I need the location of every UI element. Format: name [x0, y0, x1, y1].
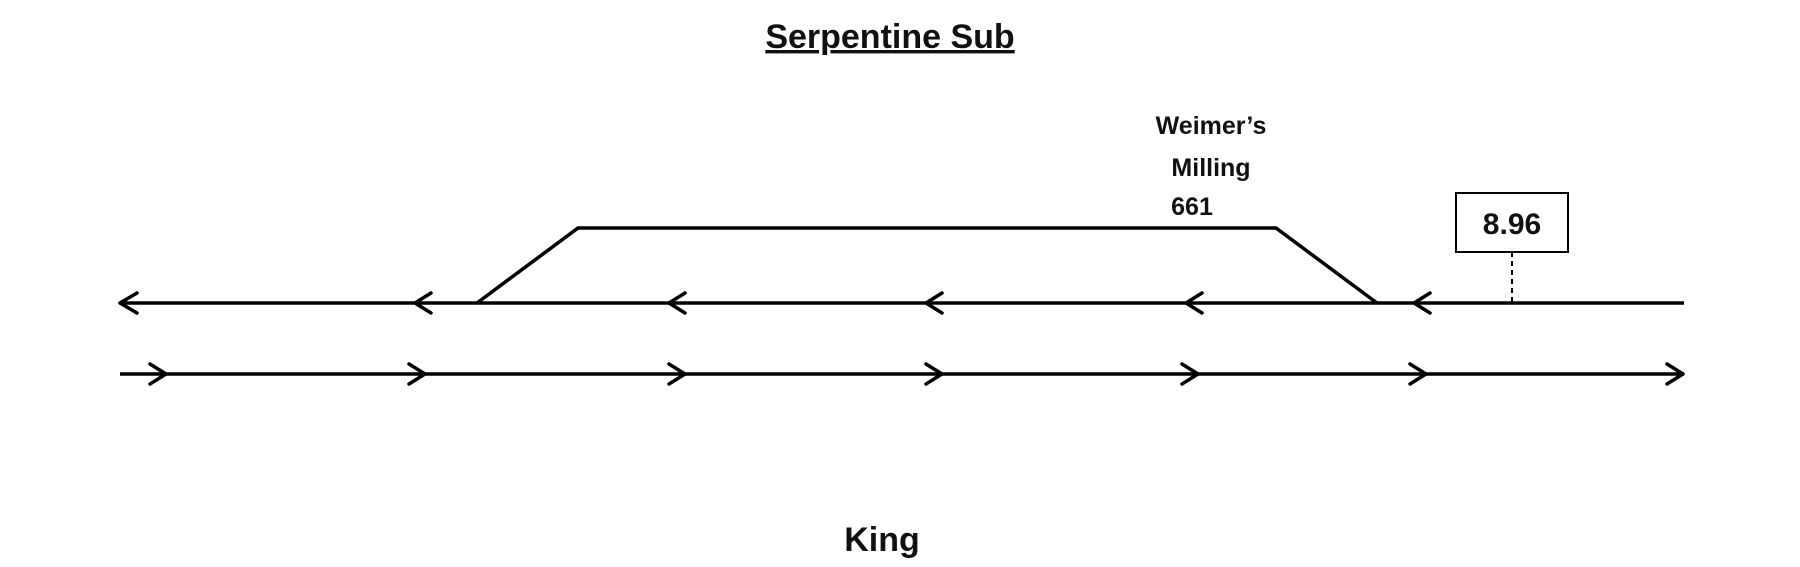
westbound-arrow [413, 291, 433, 315]
eastbound-arrow [407, 362, 427, 386]
industry-spur-track [475, 226, 1379, 305]
westbound-arrow [1412, 291, 1432, 315]
eastbound-arrow-end [1665, 362, 1685, 386]
eastbound-arrow [148, 362, 168, 386]
eastbound-arrow [924, 362, 944, 386]
lower-main-track [120, 362, 1685, 386]
eastbound-arrow [1408, 362, 1428, 386]
subdivision-title: Serpentine Sub [765, 18, 1014, 56]
westbound-arrow-end [118, 291, 139, 315]
milepost-value: 8.96 [1483, 208, 1541, 241]
upper-main-track [118, 291, 1684, 315]
industry-name-line1: Weimer’s [1156, 112, 1267, 140]
westbound-arrow [1184, 291, 1204, 315]
milepost-box [1455, 192, 1569, 253]
eastbound-arrow [667, 362, 687, 386]
milepost-sign: 8.96 [1455, 192, 1569, 303]
location-name: King [844, 521, 920, 559]
eastbound-arrow [1180, 362, 1200, 386]
westbound-arrow [667, 291, 687, 315]
industry-name-line2: Milling [1171, 154, 1250, 182]
westbound-arrow [924, 291, 944, 315]
industry-number: 661 [1171, 193, 1213, 221]
